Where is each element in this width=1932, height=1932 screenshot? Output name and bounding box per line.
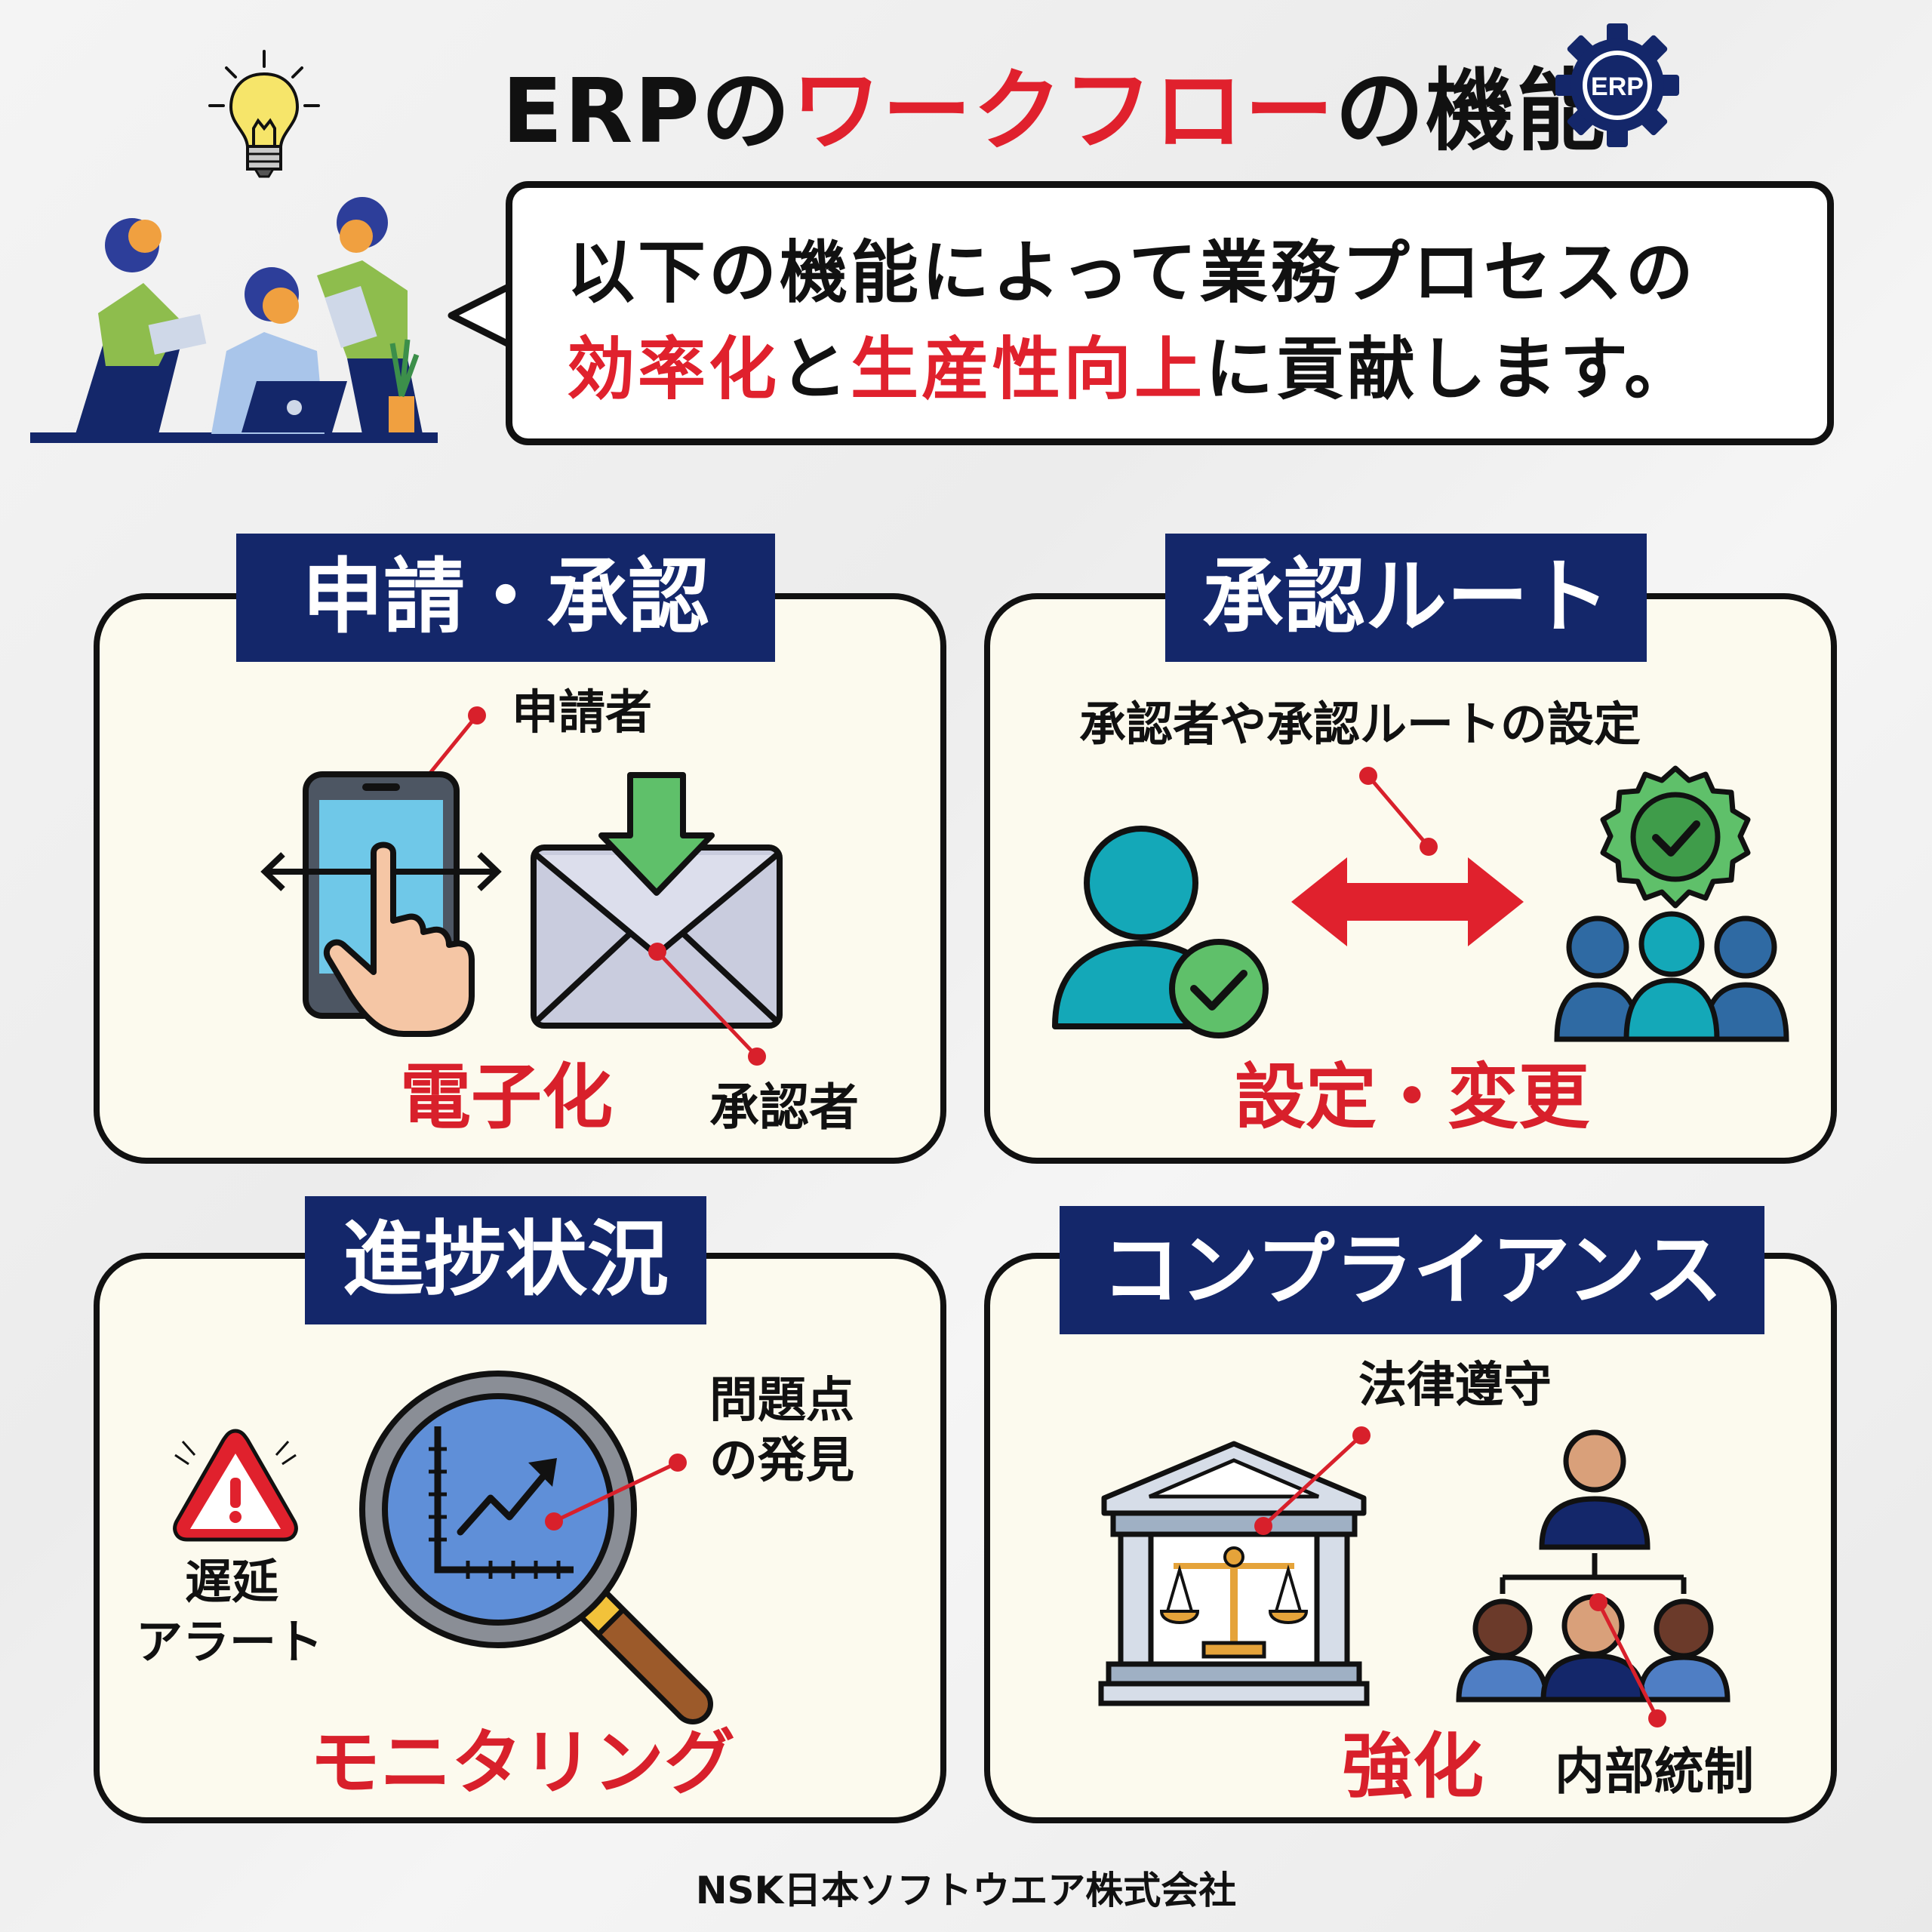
- lightbulb-icon: [208, 50, 320, 178]
- approver-group-icon: [1554, 911, 1789, 1042]
- team-illustration: [30, 197, 438, 443]
- smartphone-touch-icon: [260, 771, 502, 1037]
- title-text: ERPのワークフローの機能: [502, 66, 1607, 155]
- label-legal: 法律遵守: [1358, 1358, 1552, 1414]
- label-applicant: 申請者: [512, 685, 653, 740]
- title-part-workflow: ワークフロー: [791, 59, 1335, 163]
- verified-badge-icon: [1600, 765, 1751, 909]
- approver-user-check-icon: [1052, 826, 1269, 1038]
- company-footer: NSK日本ソフトウエア株式会社: [695, 1869, 1237, 1912]
- connector-internal: [1589, 1593, 1666, 1727]
- courthouse-icon: [1098, 1441, 1370, 1706]
- panel-2-title: 承認ルート: [1165, 534, 1647, 662]
- panel-3-title: 進捗状況: [305, 1196, 706, 1324]
- magnifier-chart-icon: [359, 1371, 713, 1724]
- highlight-productivity: 生産性向上: [851, 330, 1205, 409]
- label-approver: 承認者: [709, 1078, 859, 1137]
- bubble-line-1: 以下の機能によって業務プロセスの: [567, 233, 1697, 312]
- highlight-strengthen: 強化: [1342, 1726, 1484, 1808]
- label-alert: アラート: [136, 1614, 324, 1669]
- bubble-connector: と: [780, 330, 851, 409]
- label-internal-control: 内部統制: [1555, 1743, 1754, 1801]
- panel-1-title: 申請・承認: [236, 534, 775, 662]
- panel-application-approval: [94, 593, 946, 1164]
- connector-legal: [1254, 1426, 1371, 1535]
- highlight-monitoring: モニタリング: [309, 1722, 736, 1804]
- connector-problem: [545, 1454, 687, 1531]
- panel-4-title: コンプライアンス: [1060, 1206, 1764, 1334]
- warning-icon: [173, 1429, 298, 1542]
- label-route-setting: 承認者や承認ルートの設定: [1079, 697, 1641, 752]
- highlight-digitization: 電子化: [400, 1057, 614, 1139]
- bubble-line-2-end: に貢献します。: [1205, 330, 1695, 409]
- page-title: ERPのワークフローの機能: [0, 36, 1932, 155]
- connector-approver: [648, 943, 766, 1066]
- label-discovery: の発見: [709, 1433, 854, 1489]
- label-delay: 遅延: [185, 1554, 279, 1609]
- title-part-1: ERPの: [502, 59, 792, 163]
- highlight-efficiency: 効率化: [567, 330, 780, 409]
- bubble-tail: [448, 281, 514, 349]
- bubble-line-2: 効率化と生産性向上に貢献します。: [567, 336, 1695, 404]
- mail-download-icon: [531, 772, 783, 1029]
- highlight-setting-change: 設定・変更: [1235, 1057, 1590, 1139]
- speech-bubble: 以下の機能によって業務プロセスの 効率化と生産性向上に貢献します。: [506, 181, 1834, 445]
- erp-badge-text: ERP: [1591, 72, 1644, 101]
- bidirectional-arrow-icon: [1291, 857, 1524, 946]
- connector-route-setting: [1359, 767, 1438, 856]
- label-problem: 問題点: [709, 1373, 854, 1429]
- erp-gear-icon: ERP: [1555, 23, 1679, 147]
